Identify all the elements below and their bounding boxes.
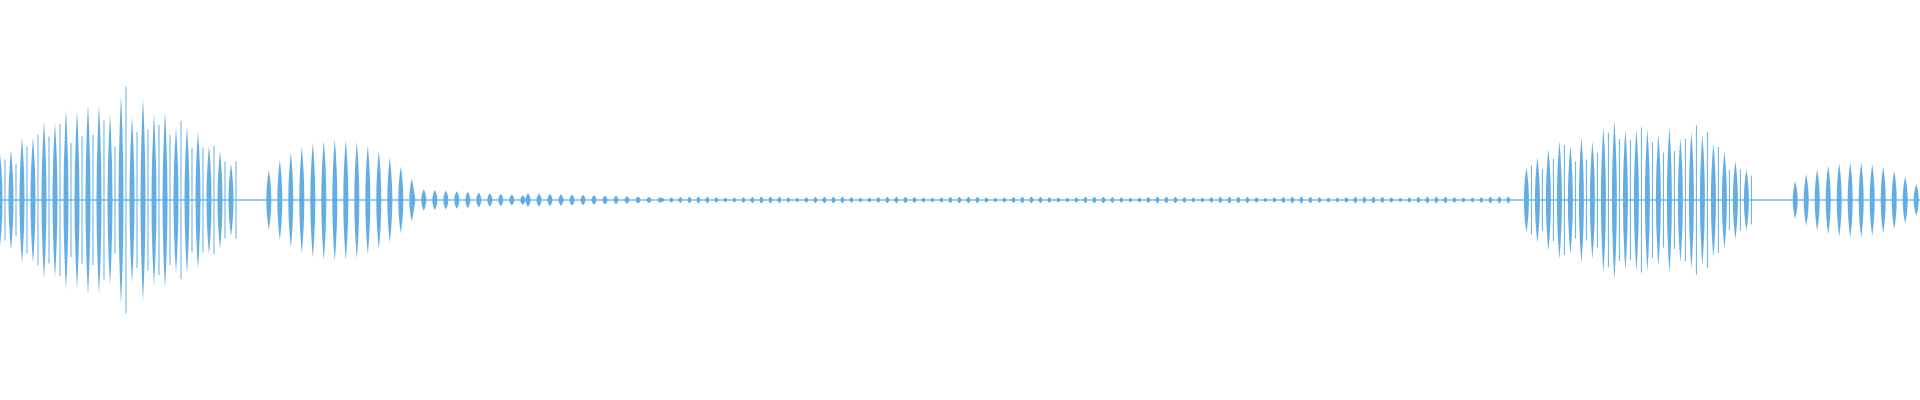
audio-waveform[interactable] [0,0,1920,400]
